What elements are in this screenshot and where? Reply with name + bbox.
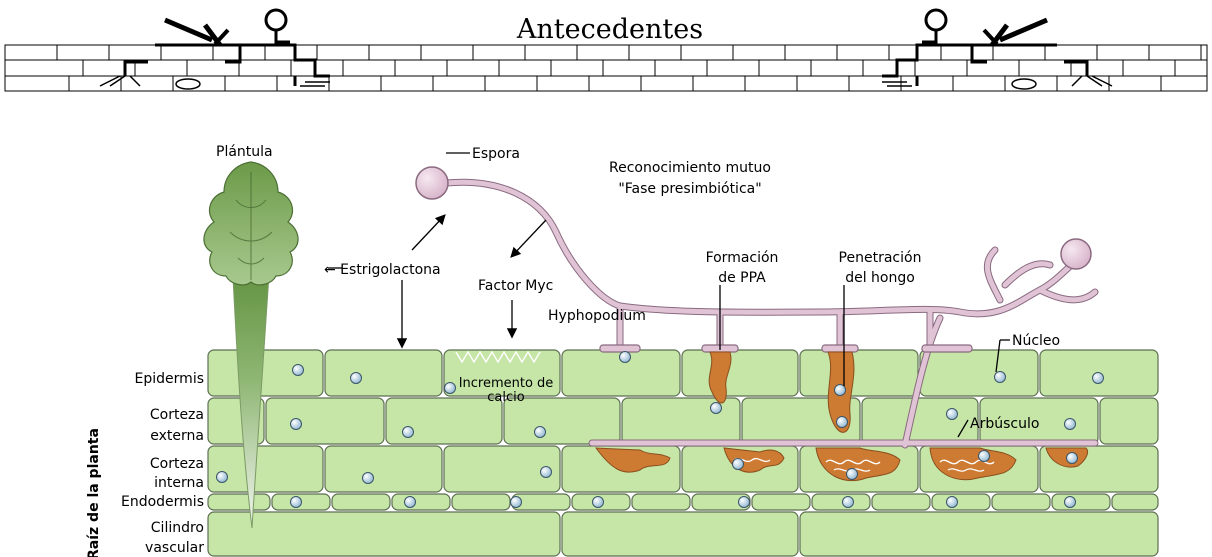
nucleus-icon [593, 497, 604, 508]
root-cell [386, 398, 502, 444]
root-cell [800, 350, 918, 396]
tissue-corteza-externa-1: Corteza [150, 407, 204, 423]
nucleus-icon [835, 385, 846, 396]
label-del-hongo: del hongo [845, 270, 915, 286]
nucleus-icon [405, 497, 416, 508]
root-cell [1052, 494, 1110, 510]
root-cell [632, 494, 690, 510]
root-cell [208, 494, 270, 510]
label-espora: Espora [472, 146, 520, 162]
tissue-endodermis: Endodermis [121, 494, 204, 510]
nucleus-icon [843, 497, 854, 508]
nucleus-icon [291, 497, 302, 508]
header-banner: Antecedentes [5, 8, 1207, 91]
nucleus-icon [947, 409, 958, 420]
nucleus-icon [511, 497, 522, 508]
side-label-raiz: Raíz de la planta [86, 428, 102, 557]
nucleus-icon [739, 497, 750, 508]
nucleus-icon [995, 372, 1006, 383]
label-plantula: Plántula [216, 144, 273, 160]
nucleus-icon [1093, 373, 1104, 384]
root-cell [1100, 398, 1158, 444]
label-de-ppa: de PPA [718, 270, 766, 286]
tissue-corteza-externa-2: externa [150, 428, 204, 444]
nucleus-icon [541, 467, 552, 478]
tissue-cilindro-2: vascular [145, 540, 204, 556]
nucleus-icon [711, 403, 722, 414]
nucleus-icon [1065, 497, 1076, 508]
label-arbusculo: Arbúsculo [970, 416, 1039, 432]
nucleus-icon [979, 451, 990, 462]
nucleus-icon [217, 472, 228, 483]
root-cell [992, 494, 1050, 510]
nucleus-icon [837, 417, 848, 428]
motif-right [882, 10, 1112, 89]
root-cell [208, 512, 560, 556]
root-cell [800, 512, 1158, 556]
root-cell [1112, 494, 1158, 510]
nucleus-icon [1065, 419, 1076, 430]
nucleus-icon [293, 365, 304, 376]
tissue-corteza-interna-2: interna [154, 475, 204, 491]
label-reconocimiento: Reconocimiento mutuo [609, 160, 771, 176]
root-cell [862, 398, 978, 444]
root-cell [392, 494, 450, 510]
root-cell [812, 494, 870, 510]
root-cell [562, 512, 798, 556]
spore-icon [1061, 239, 1091, 269]
nucleus-icon [351, 373, 362, 384]
root-cell [452, 494, 510, 510]
nucleus-icon [847, 469, 858, 480]
label-incremento: Incremento de [459, 376, 554, 391]
root-tissue [208, 350, 1158, 556]
nucleus-icon [733, 459, 744, 470]
root-cell [682, 350, 798, 396]
root-cell [920, 350, 1038, 396]
label-hyphopodium: Hyphopodium [548, 308, 646, 324]
nucleus-icon [445, 383, 456, 394]
nucleus-icon [176, 79, 200, 89]
nucleus-icon [363, 473, 374, 484]
tissue-corteza-interna-1: Corteza [150, 456, 204, 472]
label-factor-myc: Factor Myc [478, 278, 553, 294]
nucleus-icon [947, 497, 958, 508]
root-cell [208, 446, 323, 492]
root-cell [325, 446, 442, 492]
root-cell [332, 494, 390, 510]
label-calcio: calcio [487, 390, 524, 405]
nucleus-icon [291, 419, 302, 430]
label-estrigolactona: ← Estrigolactona [324, 262, 441, 278]
page-title: Antecedentes [516, 14, 703, 45]
root-cell [325, 350, 442, 396]
root-cell [622, 398, 740, 444]
root-cell [752, 494, 810, 510]
tissue-cilindro-1: Cilindro [151, 520, 204, 536]
label-formacion: Formación [706, 250, 779, 266]
nucleus-icon [620, 352, 631, 363]
root-cell [208, 350, 323, 396]
nucleus-icon [403, 427, 414, 438]
spore-icon [416, 167, 448, 199]
label-nucleo: Núcleo [1012, 333, 1060, 349]
label-fase-presimbiotica: "Fase presimbiótica" [618, 181, 761, 197]
root-cell [872, 494, 930, 510]
nucleus-icon [535, 427, 546, 438]
tissue-epidermis: Epidermis [135, 371, 204, 387]
root-cell [266, 398, 384, 444]
label-penetracion: Penetración [839, 250, 922, 266]
nucleus-icon [1067, 453, 1078, 464]
root-cell [932, 494, 990, 510]
